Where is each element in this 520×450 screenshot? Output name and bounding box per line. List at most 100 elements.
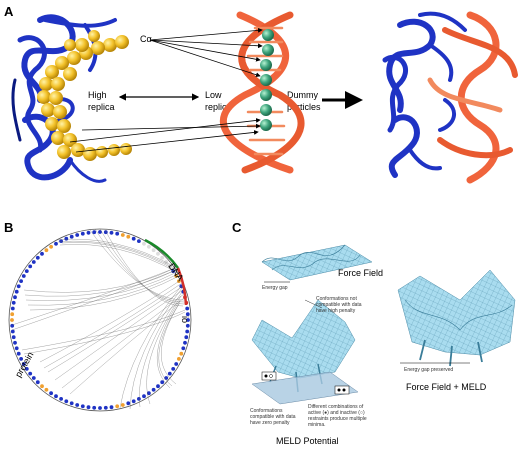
residue-dot bbox=[59, 239, 63, 244]
residue-dot bbox=[186, 318, 190, 322]
residue-dot bbox=[21, 274, 26, 278]
protein-dna-complex bbox=[382, 11, 518, 184]
restraint-plane bbox=[251, 371, 359, 405]
residue-dot bbox=[109, 230, 114, 235]
force-field-meld-surface bbox=[397, 269, 516, 367]
residue-dot bbox=[171, 367, 176, 371]
residue-dot bbox=[177, 357, 181, 361]
residue-dot bbox=[35, 380, 40, 385]
gap-preserved-label: Energy gap preserved bbox=[404, 367, 453, 373]
calpha-spheres bbox=[37, 30, 132, 161]
residue-dot bbox=[185, 329, 190, 334]
residue-dot bbox=[184, 335, 189, 340]
dna-segment-arc bbox=[144, 238, 180, 269]
residue-dot bbox=[179, 351, 184, 356]
residue-dot bbox=[49, 391, 53, 396]
io-label: io bbox=[180, 316, 190, 323]
residue-dot bbox=[164, 376, 169, 380]
residue-dot bbox=[75, 233, 80, 237]
residue-dot bbox=[147, 391, 151, 396]
residue-dot bbox=[183, 340, 187, 345]
residue-dot bbox=[160, 380, 165, 385]
residue-dot bbox=[31, 376, 36, 380]
residue-dot bbox=[120, 403, 125, 407]
circos-chords bbox=[11, 228, 186, 410]
force-field-meld-label: Force Field + MELD bbox=[406, 382, 487, 392]
residue-dot bbox=[126, 401, 131, 406]
residue-dot bbox=[80, 404, 85, 409]
residue-dot bbox=[31, 260, 36, 264]
meld-potential-surface bbox=[251, 299, 359, 405]
residue-dot bbox=[167, 371, 172, 376]
residue-dot bbox=[10, 329, 15, 334]
residue-dot bbox=[156, 384, 160, 389]
residue-dot bbox=[151, 387, 156, 392]
residue-dot bbox=[126, 234, 131, 239]
residue-dot bbox=[11, 300, 16, 305]
residue-dot bbox=[10, 306, 15, 311]
residue-dot bbox=[13, 295, 17, 300]
residue-dot bbox=[59, 397, 63, 401]
residue-dot bbox=[69, 401, 74, 406]
residue-dot bbox=[137, 239, 141, 244]
residue-dot bbox=[28, 264, 33, 269]
penalty-pointer bbox=[304, 299, 323, 309]
residue-dot bbox=[142, 394, 146, 399]
residue-dot bbox=[86, 230, 91, 235]
residue-dot bbox=[64, 236, 69, 241]
residue-dot bbox=[10, 318, 14, 322]
residue-dot bbox=[98, 406, 102, 410]
residue-dot bbox=[174, 362, 179, 366]
residue-dot bbox=[185, 306, 190, 311]
residue-dot bbox=[147, 244, 151, 249]
residue-dot bbox=[92, 405, 97, 410]
residue-dot bbox=[131, 399, 136, 404]
residue-dot bbox=[40, 251, 44, 256]
force-field-label: Force Field bbox=[338, 268, 383, 278]
residue-dot bbox=[64, 399, 69, 404]
residue-dot bbox=[24, 367, 29, 371]
residue-dot bbox=[103, 405, 108, 410]
residue-dot bbox=[16, 351, 21, 356]
residue-dot bbox=[13, 340, 17, 345]
residue-dot bbox=[181, 346, 186, 351]
residue-dot bbox=[92, 230, 97, 235]
residue-dot bbox=[142, 241, 146, 246]
residue-dot bbox=[40, 384, 44, 389]
residue-dot bbox=[185, 323, 190, 328]
residue-dot bbox=[49, 244, 53, 249]
residue-dot bbox=[14, 289, 19, 294]
residue-dot bbox=[86, 405, 91, 410]
residue-dot bbox=[120, 233, 125, 237]
residue-dot bbox=[185, 312, 190, 317]
calpha-label: Cα bbox=[140, 34, 152, 44]
panel-b: B DNA io protein bbox=[4, 220, 192, 412]
panel-a-letter: A bbox=[4, 4, 14, 19]
residue-dot bbox=[19, 279, 23, 283]
panel-c: C Energy gap Force Field Conformations n… bbox=[232, 220, 516, 446]
residue-dot bbox=[80, 231, 85, 236]
residue-dot bbox=[115, 404, 120, 409]
panel-c-letter: C bbox=[232, 220, 242, 235]
residue-dot bbox=[115, 231, 120, 236]
residue-dot bbox=[75, 403, 80, 407]
residue-dot bbox=[44, 248, 49, 253]
residue-dot bbox=[151, 248, 156, 253]
panel-b-letter: B bbox=[4, 220, 13, 235]
residue-dot bbox=[35, 255, 40, 260]
dna-red-arc bbox=[176, 267, 188, 306]
force-field-surface bbox=[261, 244, 373, 281]
residue-dot bbox=[14, 346, 19, 351]
restraint-arrows bbox=[69, 27, 263, 153]
residue-dot bbox=[54, 241, 58, 246]
residue-dot bbox=[137, 397, 141, 401]
residue-dot bbox=[21, 362, 26, 366]
residue-dot bbox=[160, 255, 165, 260]
